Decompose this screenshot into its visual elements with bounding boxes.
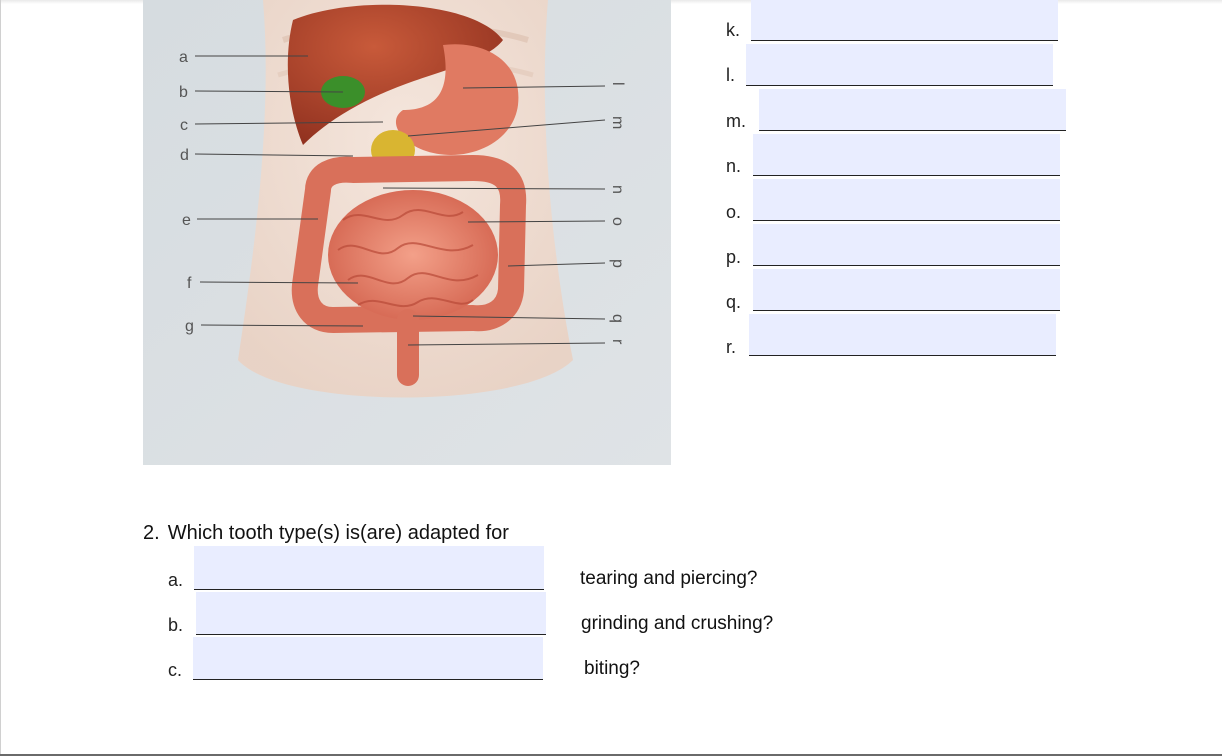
item-letter: a. <box>168 570 184 590</box>
answer-letter: q. <box>726 292 742 312</box>
answer-letter: p. <box>726 247 742 267</box>
figure-label-n: n <box>609 185 626 194</box>
answer-letter: r. <box>726 337 737 357</box>
underline <box>193 679 543 680</box>
digestive-system-figure: a b c d e f g l m n o p q r <box>143 0 671 465</box>
underline <box>753 220 1060 221</box>
figure-label-e: e <box>182 212 191 229</box>
underline <box>759 130 1066 131</box>
answer-letter: m. <box>726 111 746 131</box>
figure-label-o: o <box>609 217 626 226</box>
answer-field-k[interactable] <box>751 0 1058 41</box>
figure-label-m: m <box>609 116 626 129</box>
figure-label-a: a <box>179 49 188 66</box>
item-prompt: biting? <box>584 658 640 679</box>
answer-field-q[interactable] <box>753 269 1060 311</box>
item-letter: c. <box>168 660 183 680</box>
answer-field-n[interactable] <box>753 134 1060 176</box>
question-2-title: 2. Which tooth type(s) is(are) adapted fo… <box>143 522 509 545</box>
page-left-edge <box>0 0 1 756</box>
answer-field-m[interactable] <box>759 89 1066 131</box>
answer-field-l[interactable] <box>746 44 1053 86</box>
answer-letter: l. <box>726 65 735 85</box>
underline <box>749 355 1056 356</box>
underline <box>753 265 1060 266</box>
underline <box>753 310 1060 311</box>
figure-label-g: g <box>185 318 194 335</box>
underline <box>746 85 1053 86</box>
figure-label-p: p <box>609 259 626 268</box>
tooth-answer-field-a[interactable] <box>194 546 544 589</box>
figure-label-c: c <box>180 117 188 134</box>
answer-letter: o. <box>726 202 742 222</box>
answer-field-o[interactable] <box>753 179 1060 221</box>
underline <box>196 634 546 635</box>
figure-label-q: q <box>609 314 626 323</box>
answer-letter: n. <box>726 156 742 176</box>
question-number: 2. <box>143 522 160 544</box>
figure-label-f: f <box>187 275 192 292</box>
answer-field-p[interactable] <box>753 224 1060 266</box>
answer-letter: k. <box>726 20 741 40</box>
figure-label-b: b <box>179 84 188 101</box>
item-prompt: grinding and crushing? <box>581 613 774 634</box>
item-letter: b. <box>168 615 184 635</box>
figure-label-l: l <box>609 82 626 86</box>
digestive-system-illustration: a b c d e f g l m n o p q r <box>143 0 671 465</box>
item-prompt: tearing and piercing? <box>580 568 758 589</box>
tooth-answer-field-b[interactable] <box>196 592 546 635</box>
tooth-answer-field-c[interactable] <box>193 637 543 680</box>
question-text: Which tooth type(s) is(are) adapted for <box>167 522 509 544</box>
underline <box>753 175 1060 176</box>
underline <box>751 40 1058 41</box>
underline <box>194 589 544 590</box>
answer-field-r[interactable] <box>749 314 1056 356</box>
figure-label-r: r <box>609 339 626 345</box>
figure-label-d: d <box>180 147 189 164</box>
page-bottom-edge <box>0 754 1222 756</box>
